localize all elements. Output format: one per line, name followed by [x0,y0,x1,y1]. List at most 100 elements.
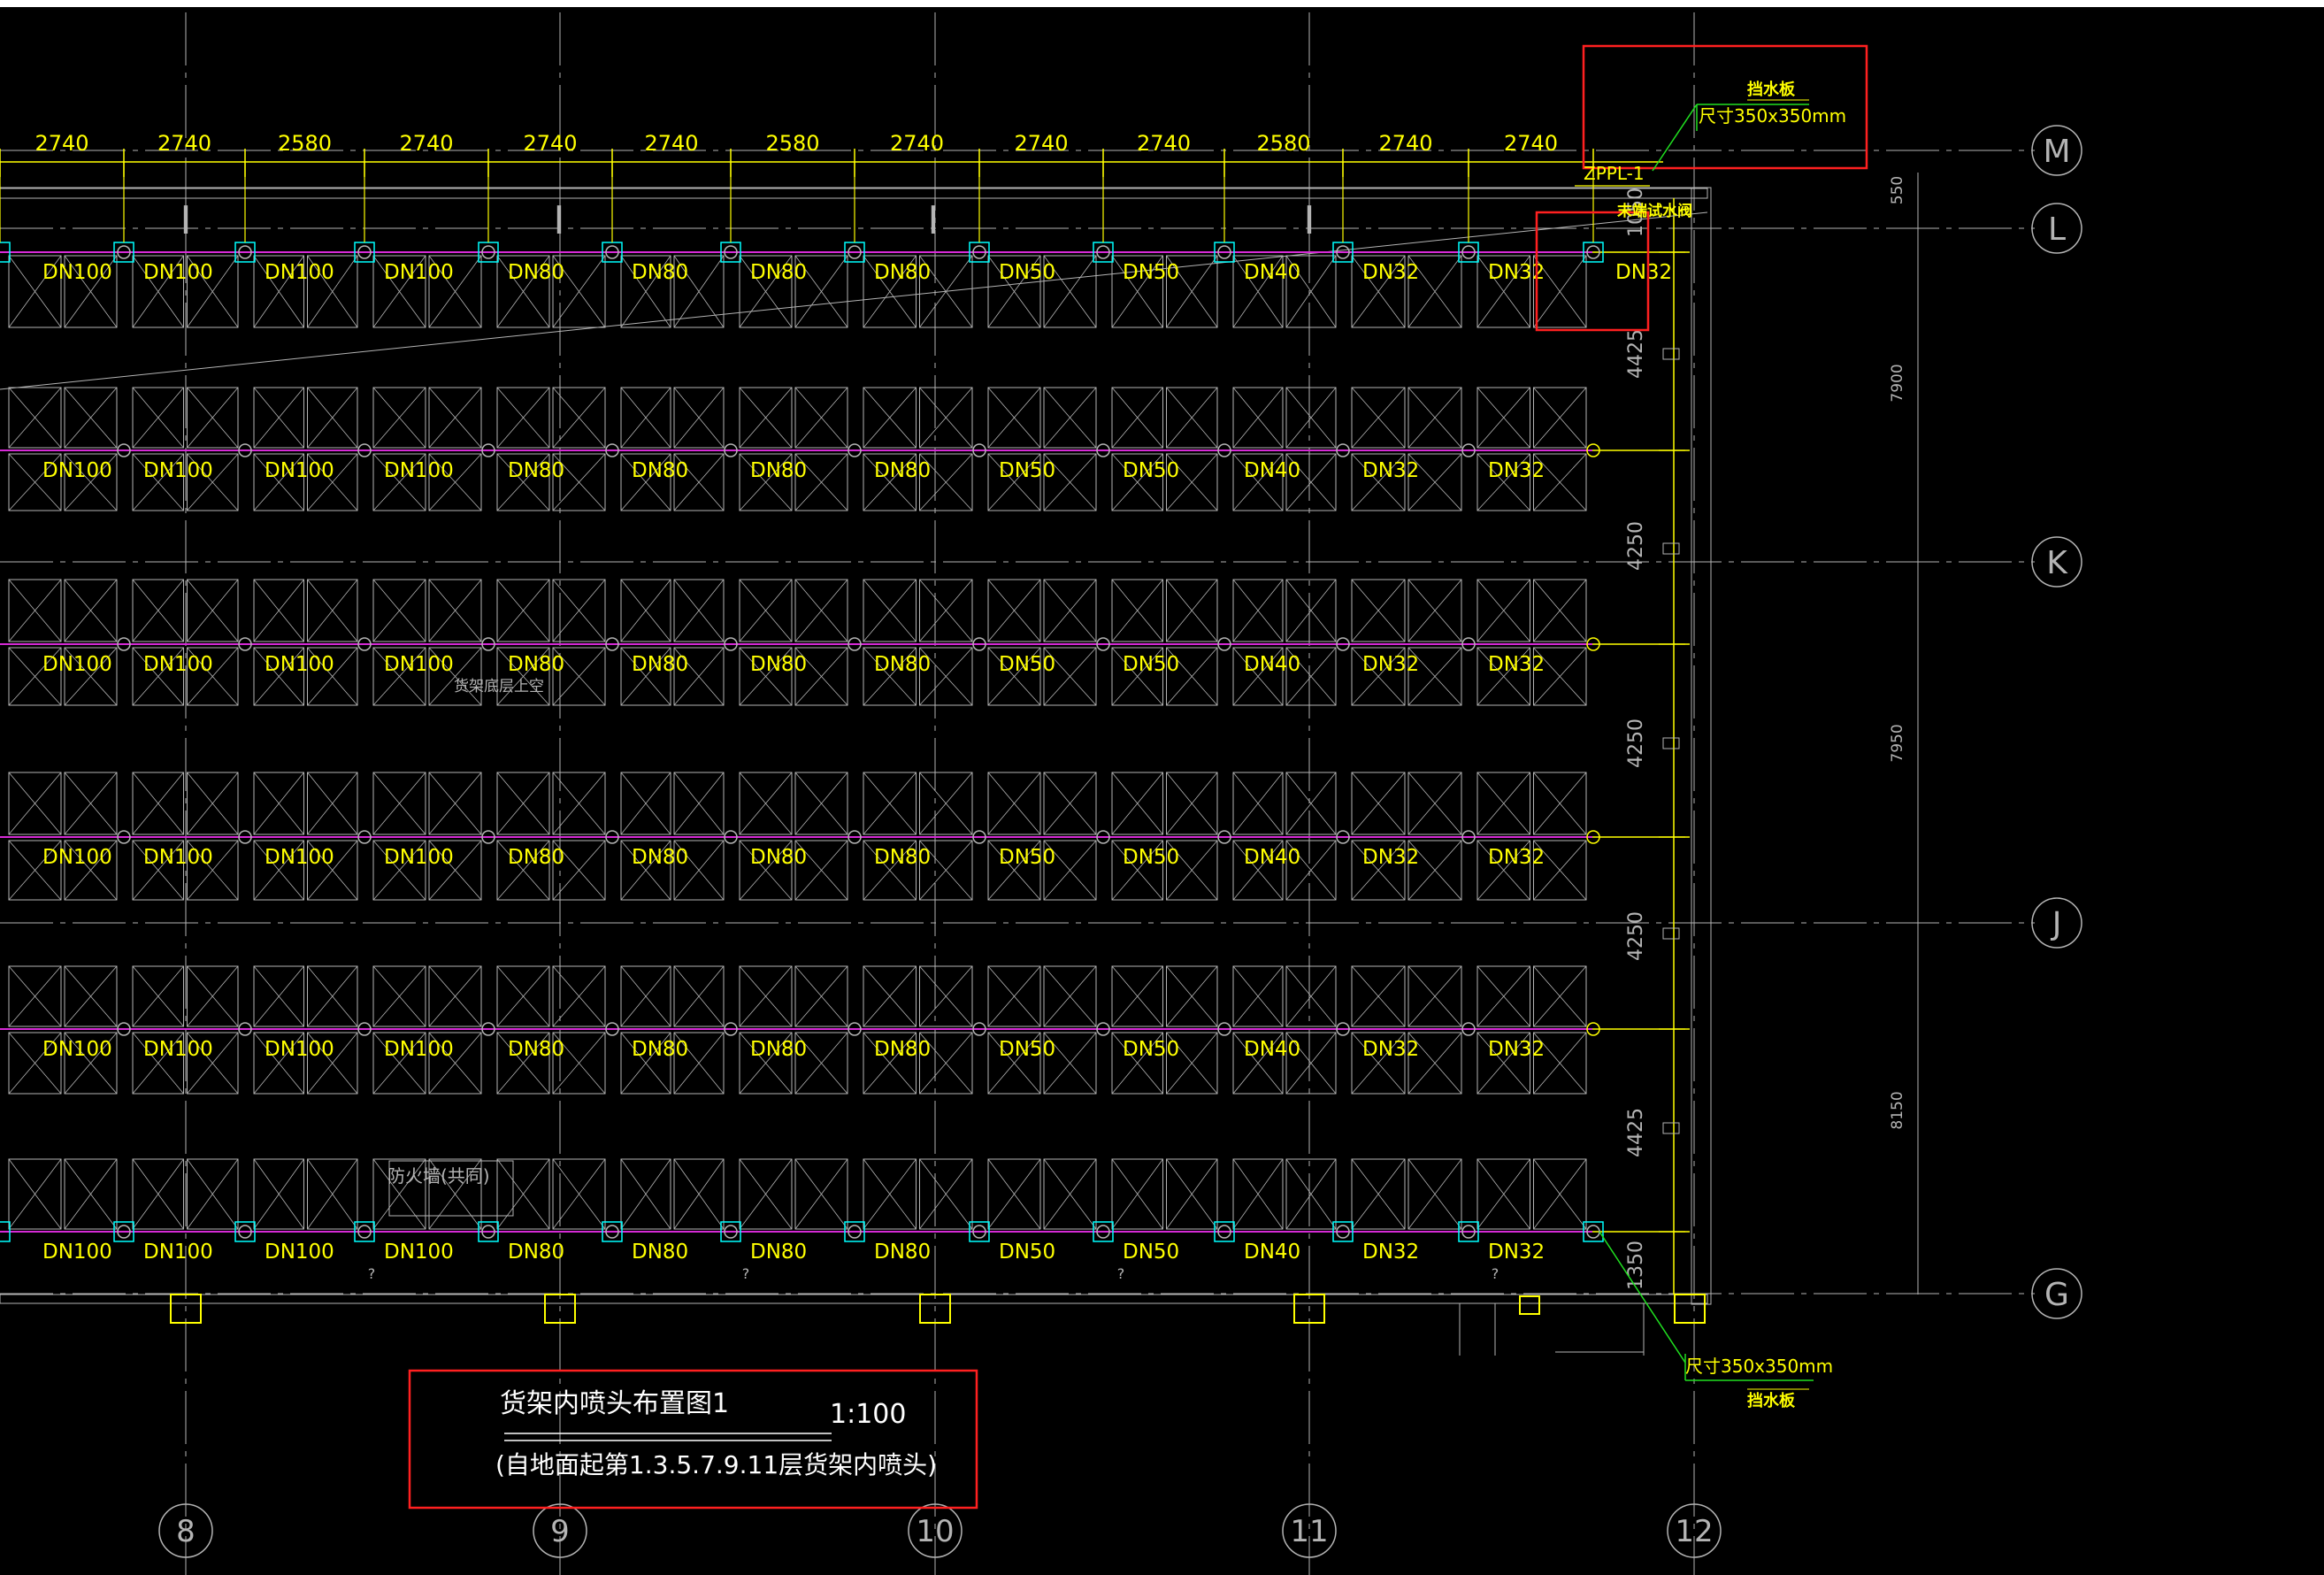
rack-cell [673,840,725,901]
rack-cell-diagonal [863,965,917,1027]
rack-cell-diagonal [620,579,671,642]
rack-cell-diagonal [987,840,1041,901]
rack-cell-diagonal [1166,647,1218,706]
rack-cell [187,965,239,1027]
rack-cell-diagonal [1232,965,1284,1027]
rack-cell [673,965,725,1027]
rack-cell [1285,579,1337,642]
rack-cell [8,840,62,901]
rack-cell-diagonal [1232,255,1284,328]
sprinkler-head [1336,1225,1350,1239]
axis-col-bubble [1667,1503,1722,1558]
pipe-size-label: DN32 [1362,459,1419,482]
rack-cell [132,965,184,1027]
rack-cell [1407,453,1462,511]
vertical-dimension-value: 4250 [1625,718,1647,768]
rack-cell-diagonal [1043,453,1097,511]
rack-cell-diagonal [253,647,304,706]
rack-cell [8,965,62,1027]
rack-cell-diagonal [620,840,671,901]
rack-cell [987,579,1041,642]
rack-cell-diagonal [132,255,184,328]
rack-cell-diagonal [1351,387,1406,449]
column [170,1294,202,1324]
rack-cell [372,1158,426,1230]
rack-cell-diagonal [987,579,1041,642]
rack-cell [919,255,973,328]
rack-cell-diagonal [132,387,184,449]
rack-cell [620,453,671,511]
pipe-size-label: DN50 [1123,459,1179,482]
sprinkler-head [1217,245,1231,259]
pipe-size-label: DN100 [265,1038,334,1061]
rack-cell-diagonal [1533,840,1587,901]
pipe-size-label: DN50 [999,1241,1055,1264]
rack-cell-diagonal [496,772,550,835]
rack-cell [552,1032,606,1095]
column [1674,1294,1706,1324]
rack-cell-diagonal [132,453,184,511]
rack-cell-diagonal [307,1032,358,1095]
rack-cell [1285,1032,1337,1095]
rack-cell-diagonal [1043,1158,1097,1230]
sprinkler-head-box [969,1221,990,1242]
sprinkler-head [238,830,252,844]
rack-cell [8,647,62,706]
rack-cell-diagonal [620,1158,671,1230]
rack-cell [1476,647,1530,706]
sprinkler-head [1096,443,1110,457]
rack-cell-diagonal [552,1158,606,1230]
structure-i-symbol: I [1304,198,1315,243]
rack-cell [64,1158,118,1230]
vertical-dimension-value: 8150 [1889,1091,1906,1129]
rack-cell-diagonal [1407,772,1462,835]
rack-cell [1232,772,1284,835]
rack-cell [1232,1158,1284,1230]
rack-cell [863,387,917,449]
rack-cell-diagonal [1351,840,1406,901]
sprinkler-head [1336,443,1350,457]
rack-cell [673,453,725,511]
pipe-size-label: DN50 [1123,1241,1179,1264]
rack-cell-diagonal [1351,647,1406,706]
pipe-size-label: DN80 [508,261,564,284]
rack-cell-diagonal [132,772,184,835]
axis-grid-lines [0,12,2035,1575]
sprinkler-head [972,830,986,844]
rack-cell [620,1032,671,1095]
rack-cell-diagonal [794,255,848,328]
rack-cell [253,387,304,449]
pipe-size-label: DN80 [750,846,807,869]
rack-cell-diagonal [1232,772,1284,835]
rack-cell [64,579,118,642]
pipe-size-label: DN100 [143,261,213,284]
rack-cell-diagonal [372,772,426,835]
rack-cell [1351,965,1406,1027]
rack-cell-diagonal [428,255,482,328]
rack-cell [8,1032,62,1095]
rack-cell-diagonal [496,647,550,706]
rack-cell-diagonal [307,965,358,1027]
rack-cell [187,840,239,901]
rack-cell [794,1032,848,1095]
rack-cell [863,1158,917,1230]
pipe-size-label: DN80 [874,459,931,482]
dimension-value: 2740 [1014,131,1068,156]
rack-cell [794,965,848,1027]
rack-cell [1351,772,1406,835]
rack-cell [428,1158,482,1230]
rack-cell-diagonal [863,1032,917,1095]
rack-cell-diagonal [987,453,1041,511]
rack-cell-diagonal [8,965,62,1027]
rack-cell [987,453,1041,511]
rack-cell [64,772,118,835]
rack-cell-diagonal [620,453,671,511]
rack-cell [863,965,917,1027]
valve-callout-box [1535,211,1650,332]
pipe-size-label: DN100 [265,459,334,482]
rack-cell [1111,772,1163,835]
rack-cell [253,1158,304,1230]
rack-cell-diagonal [64,647,118,706]
sprinkler-head [1461,1225,1476,1239]
